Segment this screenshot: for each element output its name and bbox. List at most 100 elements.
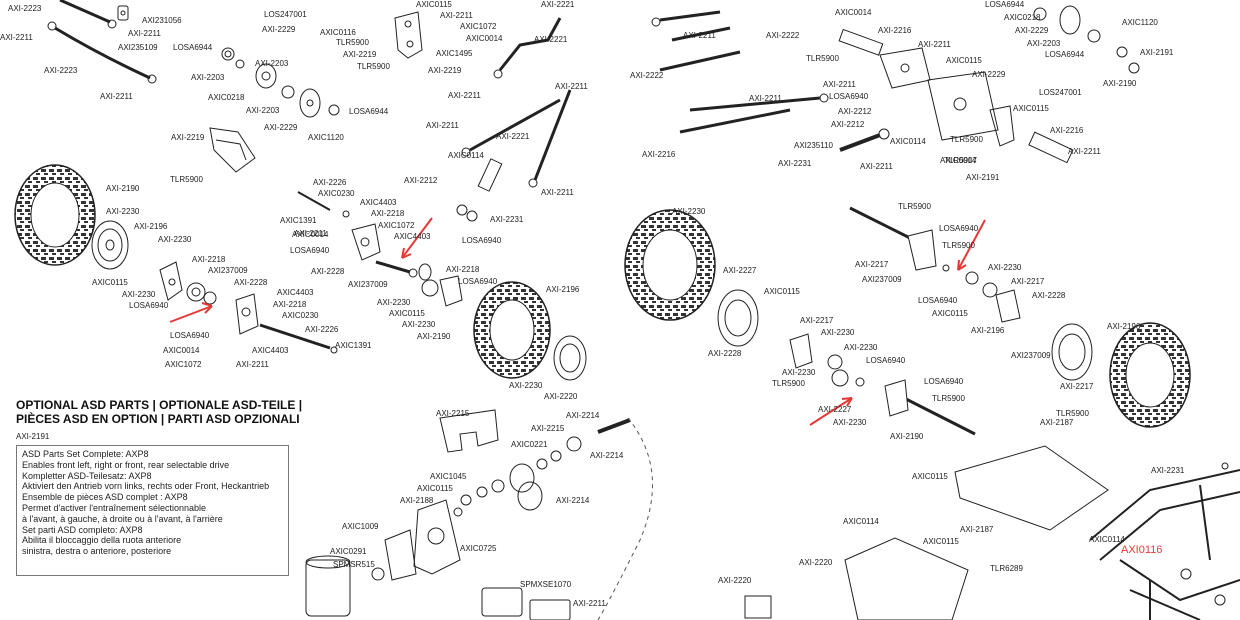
- optional-parts-heading-line-1: OPTIONAL ASD PARTS | OPTIONALE ASD-TEILE…: [16, 398, 303, 412]
- part-label: TLR5900: [1056, 409, 1089, 418]
- part-label: AXI-2229: [262, 25, 296, 34]
- part-label: AXI-2223: [8, 4, 42, 13]
- part-label: AXIC0115: [923, 537, 959, 546]
- part-label: AXI-2221: [541, 0, 575, 9]
- part-label: AXI-2190: [1103, 79, 1137, 88]
- part-label: AXI-2229: [264, 123, 298, 132]
- part-label: AXI-2203: [1027, 39, 1061, 48]
- part-label: AXI-2214: [556, 496, 590, 505]
- part-label: AXI-2188: [400, 496, 434, 505]
- transmission-bracket: [439, 409, 499, 453]
- part-label: AXIC0291: [330, 547, 367, 556]
- red-arrow-right-upper: [957, 219, 986, 271]
- part-label: LOSA6940: [458, 277, 498, 286]
- part-label: AXI-2196: [134, 222, 168, 231]
- part-label: AXI-2230: [158, 235, 192, 244]
- skid-plate-lower: [844, 537, 969, 620]
- part-label: LOSA6940: [170, 331, 210, 340]
- part-label: AXI-2230: [672, 207, 706, 216]
- part-label: AXIC0116: [320, 28, 356, 37]
- highlighted-part-label: AXI0116: [1121, 544, 1163, 556]
- wheel-right-right-tire: [1109, 322, 1191, 428]
- part-label: AXIC0114: [448, 151, 484, 160]
- part-label: TLR5900: [806, 54, 839, 63]
- part-label: AXI237009: [348, 280, 388, 289]
- part-label: AXIC0014: [835, 8, 872, 17]
- wheel-right-right-rim: [1051, 323, 1093, 381]
- part-label: AXIC0115: [416, 0, 452, 9]
- part-label: AXI-2190: [417, 332, 451, 341]
- part-label: AXI-2220: [718, 576, 752, 585]
- gear-set-left: [186, 282, 217, 305]
- part-label: AXIC1391: [280, 216, 317, 225]
- part-label: AXIC0014: [292, 230, 329, 239]
- part-label: AXI-2229: [972, 70, 1006, 79]
- part-label: LOSA6944: [985, 0, 1025, 9]
- part-label: AXI-2211: [448, 91, 481, 100]
- part-label: AXI-2211: [823, 80, 856, 89]
- info-line: Ensemble de pièces ASD complet : AXP8: [22, 492, 188, 503]
- optional-parts-heading-line-2: PIÈCES ASD EN OPTION | PARTI ASD OPZIONA…: [16, 412, 300, 426]
- part-label: AXI-2218: [192, 255, 226, 264]
- part-label: AXI235110: [794, 141, 833, 150]
- part-label: AXIC0114: [843, 517, 879, 526]
- part-label: AXI-2214: [566, 411, 600, 420]
- motor: [305, 555, 385, 617]
- part-label: AXI237009: [208, 266, 248, 275]
- part-label: AXI-2211: [918, 40, 951, 49]
- part-label: LOSA6940: [924, 377, 964, 386]
- shock-right: [1028, 131, 1074, 164]
- part-label: AXI235109: [118, 43, 158, 52]
- part-label: AXI-2227: [818, 405, 852, 414]
- part-label: AXIC4403: [360, 198, 397, 207]
- part-label: AXI-2190: [106, 184, 140, 193]
- part-label: SPMSR515: [333, 560, 375, 569]
- part-label: AXI-2230: [821, 328, 855, 337]
- info-line: Abilita il bloccaggio della ruota anteri…: [22, 535, 182, 546]
- part-label: AXI-2191: [1140, 48, 1174, 57]
- part-label: AXI-2228: [1032, 291, 1066, 300]
- part-label: AXIC1391: [335, 341, 372, 350]
- part-label: AXI-2196: [971, 326, 1005, 335]
- part-label: AXI231056: [142, 16, 182, 25]
- part-label: AXIC0114: [1089, 535, 1125, 544]
- link-rod-diagonal: [461, 89, 572, 188]
- part-label: AXIC0115: [764, 287, 800, 296]
- link-rod-top-left: [47, 21, 157, 84]
- part-label: AXI-2187: [1040, 418, 1074, 427]
- axle-shaft-left: [375, 260, 432, 281]
- part-label: AXI-2218: [371, 209, 405, 218]
- dashed-outline: [597, 417, 653, 620]
- part-label: AXI-2211: [426, 121, 459, 130]
- part-label: AXI-2226: [313, 178, 347, 187]
- part-label: AXI-2229: [1015, 26, 1049, 35]
- optional-parts-code: AXI-2191: [16, 432, 50, 441]
- part-label: AXI-2212: [404, 176, 438, 185]
- axle-shaft-right-upper: [849, 206, 950, 272]
- link-rod-curved: [493, 17, 562, 79]
- part-label: AXI-2216: [878, 26, 912, 35]
- part-label: AXIC1072: [378, 221, 415, 230]
- wheel-left-rim: [91, 220, 129, 270]
- part-label: AXI-2211: [555, 82, 588, 91]
- part-label: AXI-2230: [988, 263, 1022, 272]
- part-label: AXI-2219: [428, 66, 462, 75]
- driveshaft-lower-left: [259, 323, 338, 354]
- info-line: Kompletter ASD-Teilesatz: AXP8: [22, 470, 152, 481]
- bearing-pair: [456, 204, 478, 222]
- part-label: AXI-2230: [377, 298, 411, 307]
- part-label: LOSA6940: [462, 236, 502, 245]
- part-label: AXI-2218: [446, 265, 480, 274]
- wheel-left-tire: [14, 164, 96, 266]
- part-label: AXIC0014: [466, 34, 503, 43]
- part-label: AXIC0115: [1013, 104, 1049, 113]
- part-label: AXI-2215: [531, 424, 565, 433]
- part-label: TLR5900: [170, 175, 203, 184]
- part-label: AXI-2216: [642, 150, 676, 159]
- part-label: LOSA6940: [290, 246, 330, 255]
- chassis-frame: [1089, 469, 1240, 620]
- diff-cover-plate: [209, 127, 256, 173]
- part-label: AXI-2217: [1060, 382, 1094, 391]
- part-label: TLR5900: [357, 62, 390, 71]
